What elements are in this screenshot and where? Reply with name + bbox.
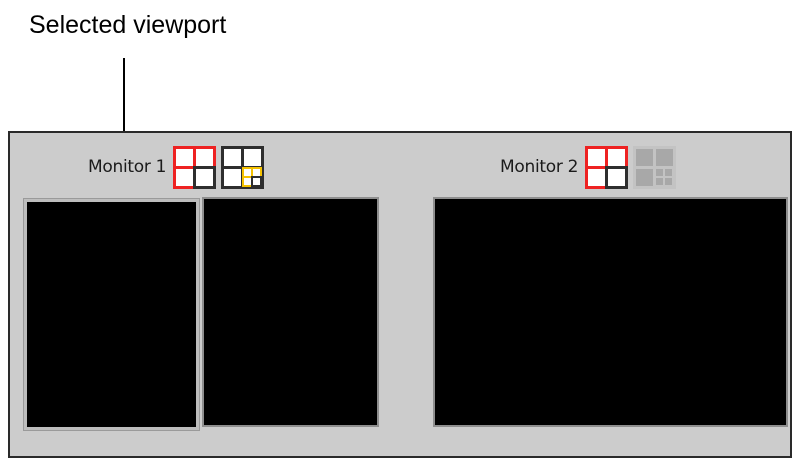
- monitor-1-layout-2x2-nested-gold-icon[interactable]: [220, 145, 264, 189]
- icon-cell-bottom-right: [604, 165, 628, 189]
- monitor-2-viewport-main[interactable]: [433, 197, 788, 427]
- icon-cell-bottom-right: [652, 165, 676, 189]
- icon-subcell-bottom-right: [662, 175, 674, 187]
- icon-grid: [584, 145, 628, 189]
- monitor-1-layout-2x2-red-icon[interactable]: [172, 145, 216, 189]
- monitor-2-layout-2x2-red-icon[interactable]: [584, 145, 628, 189]
- icon-cell-bottom-right: [192, 165, 216, 189]
- monitor-2-label: Monitor 2: [500, 157, 579, 177]
- monitor-1-viewport-left[interactable]: [24, 199, 199, 430]
- monitor-1-label: Monitor 1: [88, 157, 167, 177]
- icon-subcell-bottom-right: [250, 175, 262, 187]
- annotation-label: Selected viewport: [29, 11, 227, 39]
- monitor-1-viewport-right[interactable]: [202, 197, 379, 427]
- icon-grid: [632, 145, 676, 189]
- icon-grid: [172, 145, 216, 189]
- annotation-leader-line: [123, 58, 125, 133]
- monitor-1-header: Monitor 1: [88, 145, 264, 189]
- monitor-group-2: Monitor 2: [415, 133, 790, 456]
- monitor-2-header: Monitor 2: [500, 145, 676, 189]
- monitor-group-1: Monitor 1: [10, 133, 410, 456]
- monitor-2-layout-2x2-nested-disabled-icon: [632, 145, 676, 189]
- monitor-layout-panel: Monitor 1: [8, 131, 792, 458]
- icon-grid: [220, 145, 264, 189]
- icon-subgrid: [654, 167, 674, 187]
- icon-subgrid: [242, 167, 262, 187]
- icon-cell-bottom-right: [240, 165, 264, 189]
